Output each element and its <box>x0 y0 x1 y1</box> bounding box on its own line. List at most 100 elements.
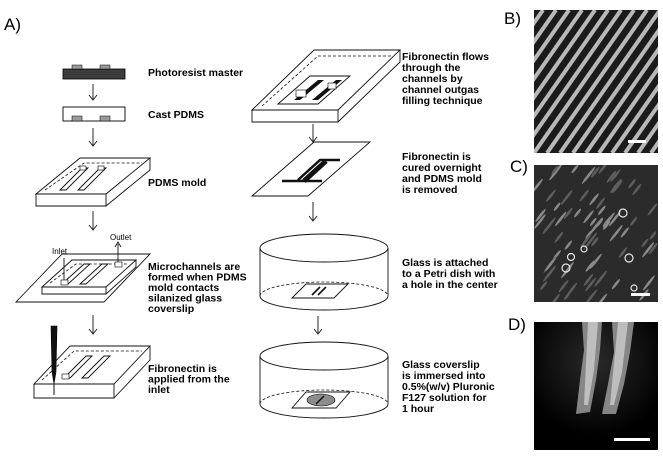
arrow-down-icon <box>88 315 98 335</box>
arrow-down-icon <box>88 128 98 147</box>
micrograph-c-cells <box>534 165 658 302</box>
step-text-line: 0.5%(w/v) Pluronic <box>402 381 495 393</box>
cell <box>648 242 658 255</box>
cell <box>589 217 603 234</box>
cell <box>549 165 563 181</box>
cell <box>620 227 629 238</box>
step-text-line: applied from the <box>148 374 230 386</box>
cell <box>598 205 606 216</box>
cell <box>546 189 556 202</box>
cell <box>571 165 579 174</box>
step-text-line: Fibronectin is <box>148 363 217 375</box>
cell <box>647 203 658 216</box>
cell <box>584 232 598 250</box>
cell <box>583 210 594 224</box>
fibronectin-applied-diagram <box>32 345 152 399</box>
cell <box>611 278 620 290</box>
stripe <box>558 10 658 153</box>
step-text-line: filling technique <box>402 95 483 107</box>
cell <box>558 279 569 293</box>
step-text-line: cured overnight <box>402 162 482 174</box>
cell <box>534 214 546 229</box>
pipette-icon <box>50 325 58 395</box>
stripe <box>534 10 597 101</box>
cell <box>545 257 556 271</box>
cell <box>642 275 655 291</box>
cell <box>606 170 617 183</box>
step-text-line: silanized glass <box>148 293 222 305</box>
cell <box>585 277 596 292</box>
cell <box>603 220 611 230</box>
step-text-line: Glass coverslip <box>402 359 480 371</box>
stripe <box>584 46 658 153</box>
stripe <box>545 10 649 153</box>
panel-label-d: D) <box>508 315 526 334</box>
arrow-down-icon <box>308 202 318 222</box>
cell <box>542 217 556 235</box>
cell <box>608 211 621 227</box>
cell <box>554 231 564 243</box>
cell <box>632 183 642 196</box>
stripe <box>534 10 636 153</box>
cell <box>589 193 599 206</box>
cell <box>641 238 649 248</box>
photoresist-master-diagram <box>62 64 126 80</box>
cell <box>563 207 573 219</box>
cell <box>610 178 622 194</box>
stripe <box>571 27 658 153</box>
arrow-down-icon <box>88 84 98 101</box>
cell <box>553 202 561 211</box>
cell <box>589 217 597 226</box>
cell <box>629 217 638 226</box>
stripe <box>623 102 658 153</box>
cell <box>649 231 657 240</box>
arrow-down-icon <box>308 124 318 143</box>
step-text-line: is removed <box>402 184 457 196</box>
step-text-line: 1 hour <box>402 403 434 415</box>
panel-label-a: A) <box>4 15 21 34</box>
step-text-line: to a Petri dish with <box>402 268 495 280</box>
panel-label-c: C) <box>510 157 528 176</box>
stripe <box>534 10 558 45</box>
scale-bar <box>614 438 650 441</box>
cell <box>596 197 606 209</box>
inlet-label: Inlet <box>52 247 68 256</box>
step-text-line: Fibronectin flows <box>402 51 489 63</box>
step-text-line: is immersed into <box>402 370 485 382</box>
step-text-line: a hole in the center <box>402 279 498 291</box>
cell <box>589 253 602 269</box>
cast-pdms-diagram <box>62 106 126 122</box>
cell <box>535 209 546 222</box>
cell <box>534 178 543 194</box>
cell <box>598 165 608 174</box>
step-text-line: Cast PDMS <box>148 109 204 121</box>
cell <box>610 169 621 182</box>
cell <box>594 270 607 287</box>
step-text-line: Photoresist master <box>148 67 243 79</box>
fibronectin-cured-diagram <box>250 141 372 197</box>
step-text-line: through the <box>402 62 460 74</box>
step-text-line: channels by <box>402 73 463 85</box>
stripe <box>534 10 584 83</box>
micrograph-b-stripes <box>534 10 658 153</box>
cell <box>564 240 573 250</box>
step-text-line: Fibronectin is <box>402 151 471 163</box>
step-text-line: Glass is attached <box>402 257 488 269</box>
cell <box>585 260 595 272</box>
step-text-line: channel outgas <box>402 84 479 96</box>
cell <box>591 166 600 178</box>
cell <box>540 281 548 291</box>
stripe <box>610 83 658 153</box>
petri-dish-diagram <box>259 233 389 311</box>
arrow-down-icon <box>88 211 98 231</box>
pluronic-dish-diagram <box>259 341 389 419</box>
cell <box>551 165 559 175</box>
cell <box>579 189 589 202</box>
step-text-line: coverslip <box>148 303 194 315</box>
stripe <box>534 10 623 138</box>
cell <box>584 289 598 302</box>
microchannels-diagram <box>14 241 152 303</box>
step-text-line: Microchannels are <box>148 261 240 273</box>
